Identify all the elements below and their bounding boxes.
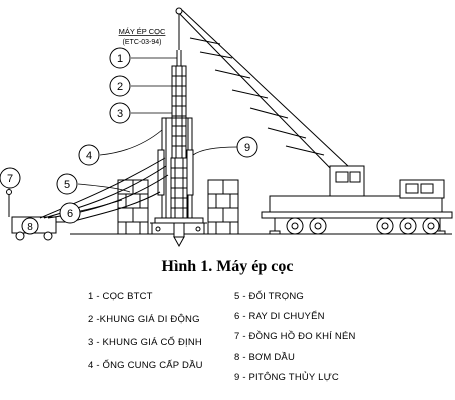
legend-item-6: 6 - RAY DI CHUYỂN [234, 311, 325, 322]
svg-text:6: 6 [67, 208, 73, 220]
callout-6: 6 [59, 202, 81, 224]
legend-item-5: 5 - ĐỐI TRỌNG [234, 291, 304, 302]
callout-9: 9 [236, 136, 258, 158]
crane-truck [175, 7, 453, 235]
svg-text:2: 2 [117, 81, 123, 93]
svg-text:8: 8 [27, 222, 33, 233]
legend-item-2: 2 -KHUNG GIÁ DI ĐỘNG [88, 314, 200, 325]
legend-item-7: 7 - ĐỒNG HỒ ĐO KHÍ NÉN [234, 331, 356, 342]
callout-5: 5 [56, 173, 78, 195]
legend-item-1: 1 - CỌC BTCT [88, 291, 153, 302]
callout-8: 8 [21, 217, 39, 235]
legend-item-3: 3 - KHUNG GIÁ CỐ ĐỊNH [88, 337, 202, 348]
counterweight-right [207, 179, 239, 235]
machine-code: (ETC-03-94) [123, 39, 162, 46]
callout-2: 2 [109, 75, 131, 97]
svg-text:7: 7 [7, 173, 13, 185]
svg-text:4: 4 [86, 150, 92, 162]
svg-text:3: 3 [117, 108, 123, 120]
svg-text:1: 1 [117, 53, 123, 65]
svg-text:5: 5 [64, 179, 70, 191]
pile-press [150, 50, 207, 248]
callout-4: 4 [78, 144, 100, 166]
legend-item-8: 8 - BƠM DẦU [234, 352, 296, 363]
counterweight-left [117, 179, 149, 235]
callout-1: 1 [109, 47, 131, 69]
machine-label: MÁY ÉP CỌC [119, 27, 166, 36]
callout-7: 7 [0, 167, 21, 189]
legend-item-9: 9 - PITÔNG THỦY LỰC [234, 372, 339, 383]
leader-lines [8, 57, 238, 212]
svg-text:9: 9 [244, 142, 250, 154]
legend-item-4: 4 - ỐNG CUNG CẤP DẦU [88, 360, 203, 371]
callout-3: 3 [109, 102, 131, 124]
figure-caption: Hình 1. Máy ép cọc [161, 258, 294, 275]
